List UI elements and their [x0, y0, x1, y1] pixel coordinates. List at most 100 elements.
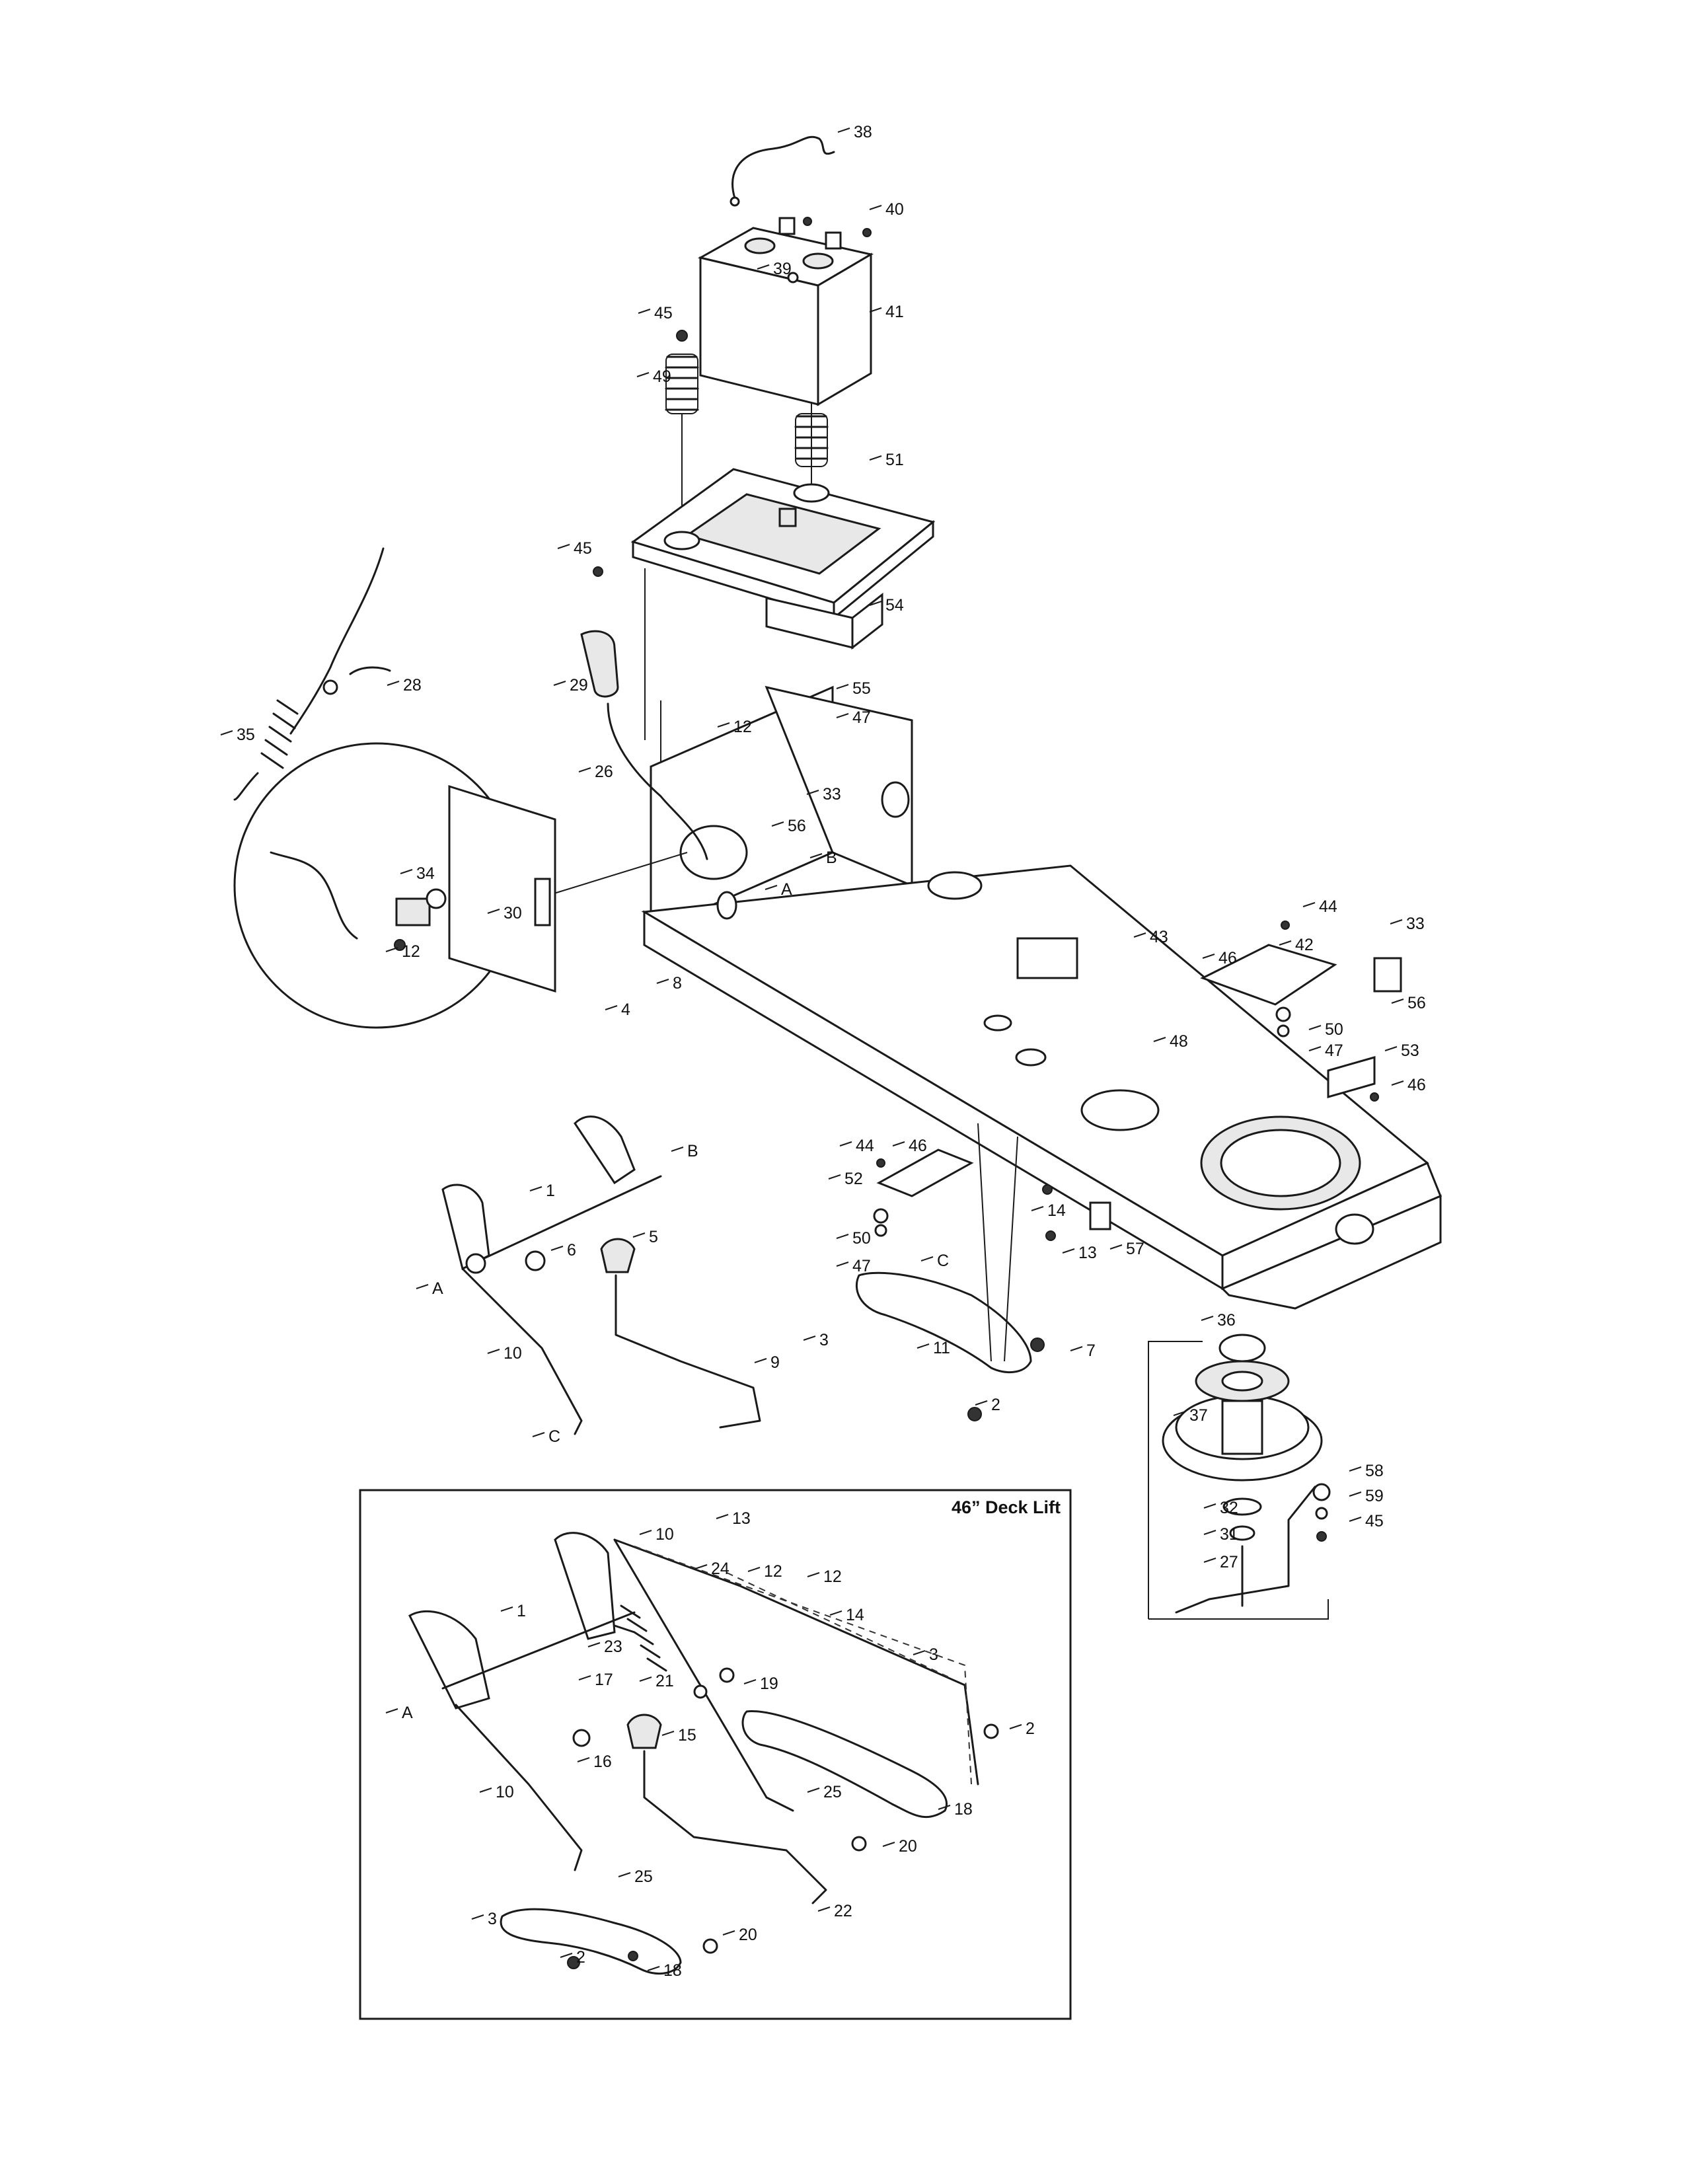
- inset-leader-20: [618, 1872, 631, 1877]
- main-leader-38: [892, 1141, 905, 1147]
- main-callout-12: 12: [717, 718, 752, 736]
- main-label-41: 14: [1047, 1201, 1066, 1220]
- deck-lift-inset: 46” Deck Lift: [359, 1489, 1072, 2020]
- main-callout-22: 30: [487, 904, 522, 923]
- main-callout-48: 47: [836, 1257, 871, 1275]
- main-leader-57: [1173, 1411, 1186, 1416]
- inset-callout-21: 22: [817, 1902, 852, 1920]
- inset-callout-20: 25: [618, 1867, 653, 1886]
- lift-arm-11: [855, 1123, 1045, 1421]
- main-leader-36: [671, 1147, 684, 1152]
- main-leader-44: [1062, 1248, 1075, 1254]
- main-label-63: 31: [1220, 1525, 1238, 1544]
- inset-label-11: 19: [760, 1675, 778, 1693]
- pedal-assembly: [441, 1115, 761, 1435]
- main-leader-50: [1201, 1316, 1214, 1321]
- main-label-17: 56: [788, 817, 806, 835]
- main-callout-5: 49: [636, 367, 671, 386]
- main-label-51: 3: [819, 1331, 829, 1349]
- inset-leader-21: [817, 1906, 831, 1912]
- main-callout-1: 40: [869, 200, 904, 219]
- main-callout-32: 50: [1308, 1020, 1343, 1039]
- shift-lever-26: [580, 630, 708, 860]
- inset-leader-6: [829, 1610, 842, 1616]
- main-callout-25: 46: [1202, 949, 1237, 967]
- main-leader-43: [836, 1234, 849, 1239]
- main-callout-6: 51: [869, 451, 904, 469]
- main-leader-30: [605, 1005, 618, 1010]
- main-callout-4: 45: [638, 304, 673, 322]
- main-label-54: 10: [504, 1344, 522, 1363]
- main-label-47: C: [937, 1252, 949, 1270]
- inset-leader-14: [577, 1757, 590, 1762]
- inset-label-23: 20: [739, 1926, 757, 1944]
- main-callout-59: 58: [1349, 1462, 1384, 1480]
- inset-callout-8: 3: [913, 1645, 938, 1664]
- main-label-33: 47: [1325, 1041, 1343, 1060]
- main-label-19: 34: [416, 864, 435, 883]
- main-label-29: 56: [1407, 994, 1426, 1012]
- main-callout-2: 39: [757, 260, 792, 278]
- inset-leader-22: [471, 1914, 484, 1920]
- brackets-42-53: [1200, 921, 1402, 1102]
- main-leader-33: [1308, 1046, 1322, 1051]
- main-label-53: 7: [1086, 1341, 1096, 1360]
- engine-pulley-37: [1162, 1334, 1331, 1614]
- main-callout-46: 6: [550, 1241, 576, 1260]
- main-leader-3: [869, 307, 882, 313]
- main-callout-56: 2: [975, 1396, 1000, 1414]
- main-leader-22: [487, 909, 500, 914]
- inset-leader-5: [500, 1606, 513, 1612]
- inset-label-12: A: [402, 1704, 413, 1722]
- inset-label-7: 23: [604, 1638, 622, 1656]
- main-label-39: 1: [546, 1182, 555, 1200]
- main-label-49: A: [432, 1279, 443, 1298]
- main-leader-9: [387, 681, 400, 686]
- main-leader-2: [757, 264, 770, 270]
- main-label-32: 50: [1325, 1020, 1343, 1039]
- main-label-56: 2: [991, 1396, 1000, 1414]
- main-leader-48: [836, 1261, 849, 1267]
- inset-leader-10: [639, 1676, 652, 1682]
- main-leader-28: [656, 979, 669, 984]
- inset-leader-11: [743, 1679, 757, 1684]
- main-label-46: 6: [567, 1241, 576, 1260]
- inset-callout-23: 20: [722, 1926, 757, 1944]
- main-leader-45: [1109, 1244, 1123, 1250]
- main-label-28: 8: [673, 974, 682, 993]
- main-callout-61: 32: [1203, 1499, 1238, 1517]
- main-label-12: 12: [733, 718, 752, 736]
- main-callout-64: 27: [1203, 1553, 1238, 1571]
- inset-label-25: 18: [663, 1961, 682, 1980]
- main-label-24: 43: [1150, 928, 1168, 946]
- main-callout-10: 29: [553, 676, 588, 695]
- inset-leader-2: [694, 1564, 708, 1569]
- main-callout-40: 52: [828, 1170, 863, 1188]
- main-callout-42: 5: [632, 1228, 658, 1246]
- inset-callout-13: 15: [661, 1726, 696, 1745]
- main-callout-3: 41: [869, 303, 904, 321]
- main-leader-34: [1384, 1046, 1398, 1051]
- main-label-45: 57: [1126, 1240, 1144, 1258]
- main-callout-19: 34: [400, 864, 435, 883]
- main-callout-41: 14: [1031, 1201, 1066, 1220]
- main-label-38: 46: [909, 1137, 927, 1155]
- inset-leader-24: [560, 1953, 573, 1958]
- main-label-14: 35: [237, 726, 255, 744]
- main-label-23: 33: [1406, 915, 1425, 933]
- inset-leader-0: [639, 1530, 652, 1535]
- main-leader-18: [809, 853, 823, 858]
- inset-label-5: 1: [517, 1602, 526, 1620]
- inset-callout-15: 2: [1009, 1719, 1035, 1738]
- main-leader-13: [836, 713, 849, 718]
- main-leader-20: [765, 885, 778, 890]
- main-leader-46: [550, 1246, 564, 1251]
- main-label-9: 28: [403, 676, 422, 695]
- main-label-62: 45: [1365, 1512, 1384, 1530]
- inset-callout-1: 13: [716, 1509, 751, 1528]
- main-leader-61: [1203, 1503, 1217, 1509]
- main-leader-56: [975, 1400, 988, 1406]
- main-leader-55: [754, 1358, 767, 1363]
- main-leader-37: [839, 1141, 852, 1147]
